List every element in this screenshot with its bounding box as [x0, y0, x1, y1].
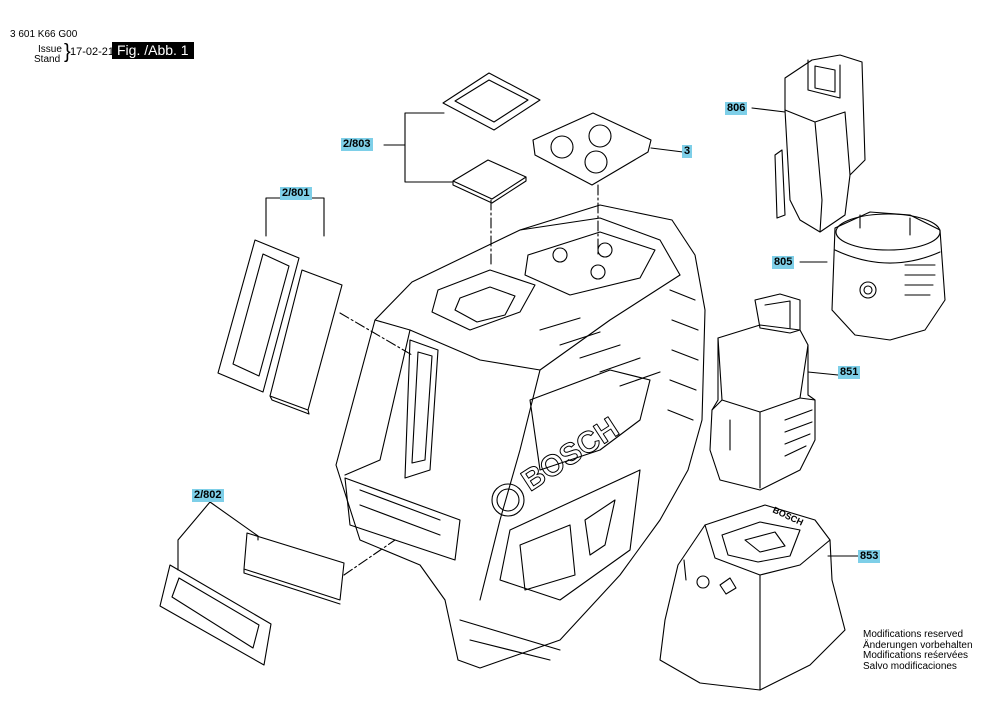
callout-2-801: 2/801: [280, 187, 312, 200]
callout-3: 3: [682, 145, 693, 158]
part-851-battery: [709, 293, 839, 491]
callout-806: 806: [725, 102, 748, 115]
callout-805: 805: [772, 256, 795, 269]
mod-line-en: Modifications reserved: [863, 629, 964, 640]
modifications-notice: Modifications reserved Änderungen vorbeh…: [863, 629, 973, 672]
mod-line-fr: Modifications reśervées: [863, 650, 969, 661]
laser-housing: [335, 204, 706, 669]
part-3-label-plate: [532, 112, 684, 186]
issue-label: Issue: [38, 44, 62, 55]
issue-date: 17-02-21: [70, 46, 115, 58]
mod-line-de: Änderungen vorbehalten: [863, 639, 973, 651]
figure-label: Fig. /Abb. 1: [112, 42, 194, 59]
part-2-803-windows: [383, 72, 541, 204]
part-853-charger: [659, 504, 859, 691]
callout-2-803: 2/803: [341, 138, 373, 151]
brace-glyph: }: [64, 41, 71, 63]
mod-line-es: Salvo modificaciones: [863, 660, 957, 672]
part-2-802-windows: [159, 501, 345, 666]
part-number: 3 601 K66 G00: [10, 29, 78, 40]
part-805-compartment: [799, 211, 946, 341]
callout-2-802: 2/802: [192, 489, 224, 502]
callout-851: 851: [838, 366, 861, 379]
part-806-battery-cover: [751, 54, 866, 233]
axis-lines: [339, 184, 599, 576]
callout-853: 853: [858, 550, 881, 563]
part-2-801-windows: [217, 197, 343, 415]
stand-label: Stand: [34, 54, 61, 65]
charger-bosch-logo: BOSCH: [771, 505, 805, 528]
